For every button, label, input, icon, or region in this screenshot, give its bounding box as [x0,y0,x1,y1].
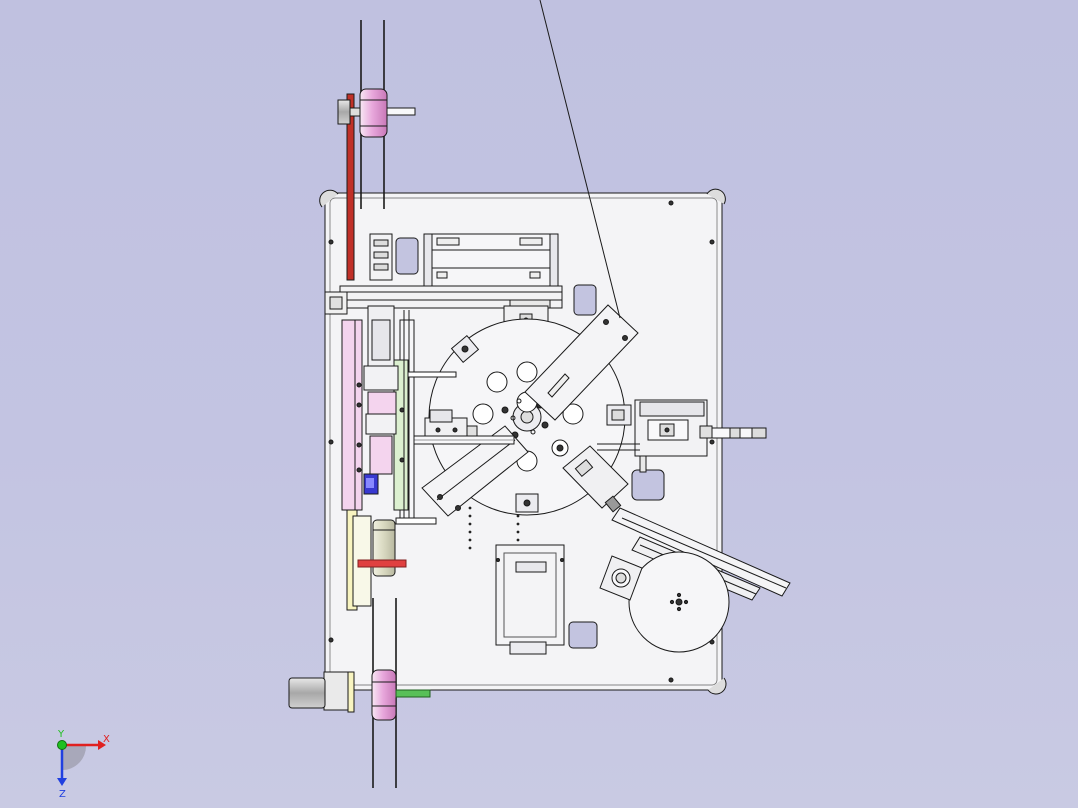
triad-quadrant [62,745,87,770]
bottom-pulley-assembly[interactable] [288,598,431,788]
gripper-right-pair[interactable] [606,404,632,426]
plate-cutouts [395,237,665,649]
top-rail[interactable] [324,285,563,315]
z-axis-label: Z [59,789,66,800]
top-bracket[interactable] [423,233,559,289]
x-axis-head [98,740,106,750]
z-axis-head [57,778,67,786]
axis-triad: X Y Z [57,729,110,800]
gripper-bottom[interactable] [515,493,539,513]
diagonal-arm-lower[interactable] [421,425,529,517]
y-axis-label: Y [57,729,65,740]
top-pulley-assembly[interactable] [337,20,416,281]
middle-pulley-assembly[interactable] [357,519,407,577]
feed-disk[interactable] [628,551,730,653]
diagonal-arm-right[interactable] [562,445,629,513]
y-axis-dot [57,740,67,750]
diagonal-arm-upper[interactable] [524,0,639,421]
x-axis-label: X [103,734,110,745]
gripper-top-left[interactable] [450,334,480,364]
left-vertical-assembly[interactable] [341,233,457,611]
motor-flange[interactable] [599,555,643,601]
right-actuator[interactable] [597,399,767,473]
bottom-housing[interactable] [495,544,565,655]
hole-pattern [468,506,520,550]
left-rod[interactable] [403,435,515,445]
